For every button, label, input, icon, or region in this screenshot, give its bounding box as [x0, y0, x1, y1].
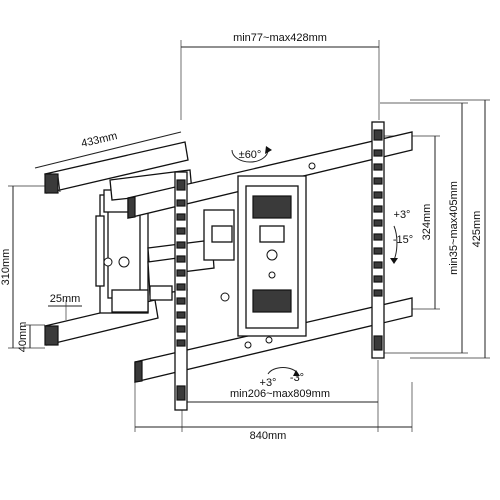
tilt-arrow-icon [393, 225, 398, 261]
wall-plate-and-arm [44, 141, 235, 346]
label-arm-length: 433mm [80, 130, 118, 150]
label-total-height: 425mm [471, 211, 483, 248]
label-swivel-right: -3° [290, 372, 304, 384]
label-vesa-height: 324mm [421, 204, 433, 241]
label-swivel-left: +3° [260, 377, 277, 389]
center-carrier-plate [237, 175, 307, 337]
label-top-width: min77~max428mm [233, 32, 327, 44]
swivel-arrowhead-icon [293, 370, 300, 376]
tilt-arrowhead-icon [390, 258, 398, 264]
label-total-width: 840mm [250, 430, 287, 442]
label-vesa-height-range: min35~max405mm [448, 181, 460, 275]
rotation-arrow-icon [231, 149, 269, 163]
label-vesa-width-range: min206~max809mm [230, 388, 330, 400]
horizontal-rails [127, 131, 413, 383]
label-arm-thickness: 40mm [17, 322, 29, 353]
label-wall-plate-height: 310mm [0, 249, 12, 286]
rotation-arrows [231, 146, 398, 376]
vesa-bar-left [174, 171, 188, 411]
label-rotation: ±60° [239, 149, 262, 161]
label-wall-plate-inset: 25mm [50, 293, 81, 305]
rotation-arrowhead-icon [265, 146, 272, 154]
label-tilt-up: +3° [394, 209, 411, 221]
label-tilt-down: -15° [393, 234, 413, 246]
vesa-bar-right [371, 121, 385, 359]
